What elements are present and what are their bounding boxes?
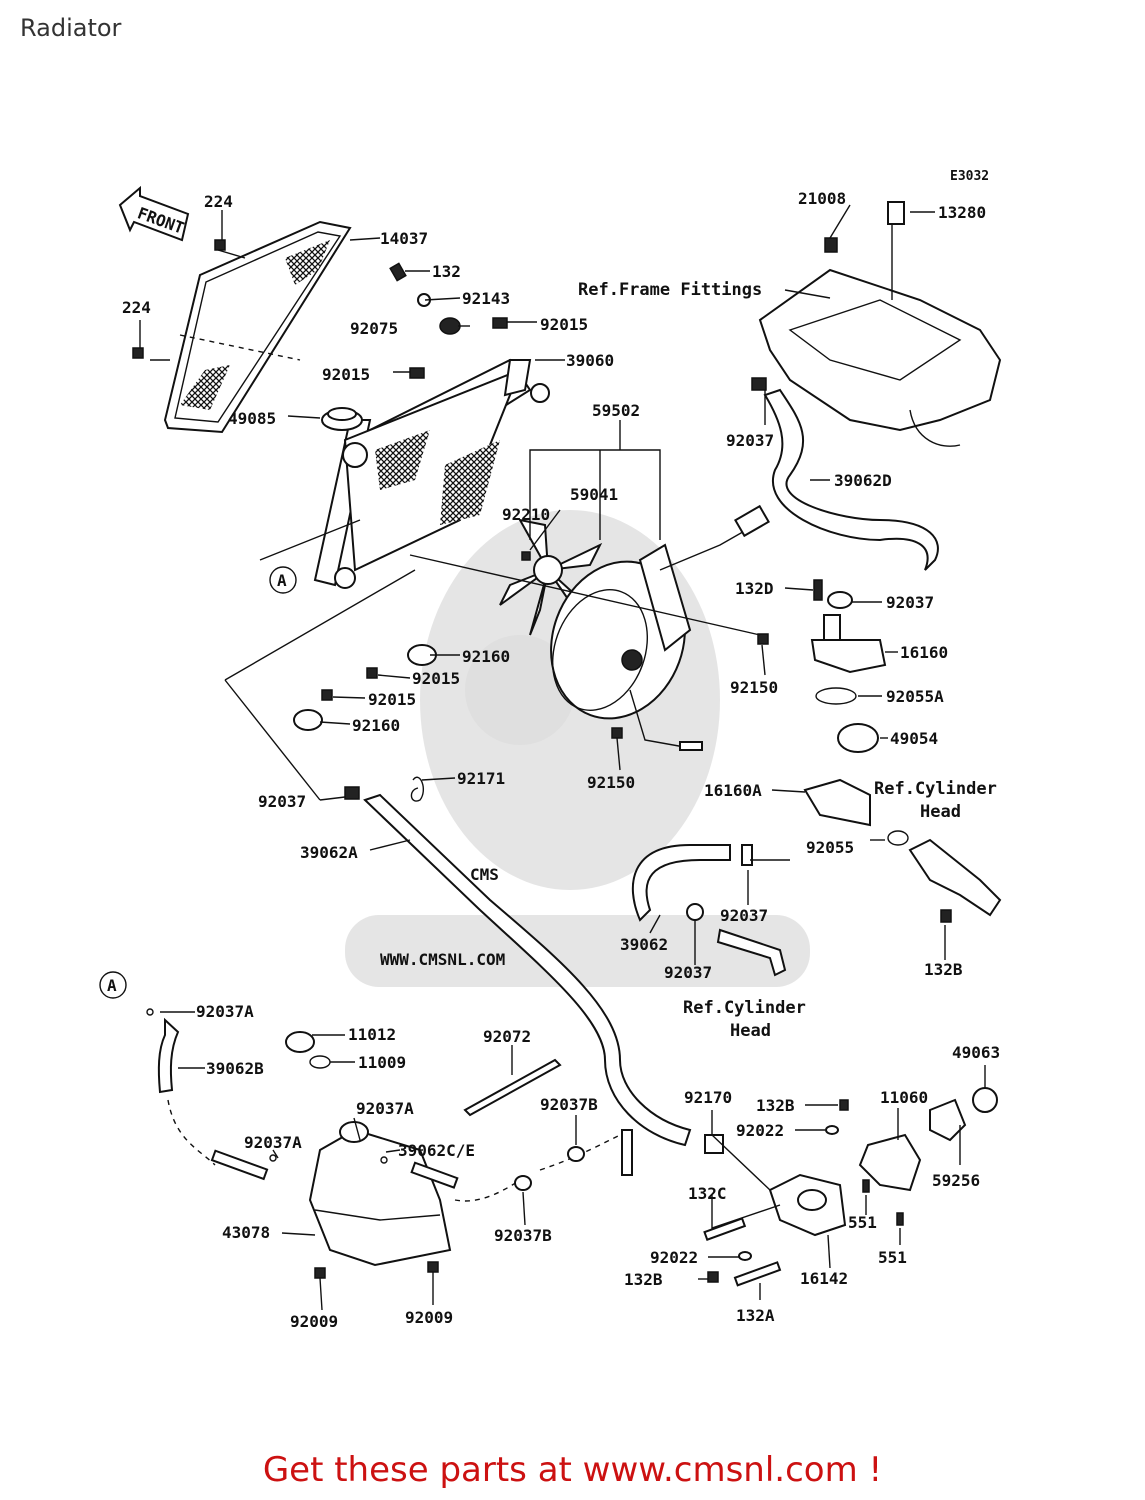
part-label: 21008 — [798, 189, 846, 208]
part-label: 49054 — [890, 729, 938, 748]
part-label: 13280 — [938, 203, 986, 222]
callout-a-top: A — [269, 566, 297, 594]
part-label: 132B — [924, 960, 963, 979]
part-label: 92015 — [412, 669, 460, 688]
part-label: 92055 — [806, 838, 854, 857]
part-label: 39062C/E — [398, 1141, 475, 1160]
svg-text:A: A — [277, 571, 287, 590]
part-label: 16160A — [704, 781, 762, 800]
part-label: 59256 — [932, 1171, 980, 1190]
part-labels: 224 224 14037 132 92143 92075 92015 9201… — [122, 189, 1000, 1331]
part-label: 92037A — [244, 1133, 302, 1152]
part-label: 92150 — [587, 773, 635, 792]
radiator-guard — [163, 220, 352, 434]
part-label: 92075 — [350, 319, 398, 338]
cable-tie — [463, 1058, 562, 1117]
part-label: 49063 — [952, 1043, 1000, 1062]
radiator-cap — [321, 407, 363, 431]
footer-promo: Get these parts at www.cmsnl.com ! — [262, 1450, 883, 1490]
bypass-hose — [631, 844, 787, 977]
part-label: 132D — [735, 579, 774, 598]
part-label: 92160 — [462, 647, 510, 666]
part-label: 92015 — [368, 690, 416, 709]
part-label: 132 — [432, 262, 461, 281]
front-direction-arrow: FRONT — [118, 185, 190, 242]
part-label: 92015 — [322, 365, 370, 384]
diagram-code: E3032 — [950, 169, 989, 184]
ref-cylinder-head-1: Ref.Cylinder — [874, 779, 997, 799]
part-label: 11012 — [348, 1025, 396, 1044]
part-label: 92210 — [502, 505, 550, 524]
radiator — [313, 358, 550, 589]
part-label: 132B — [756, 1096, 795, 1115]
part-label: 92055A — [886, 687, 944, 706]
part-label: 92022 — [736, 1121, 784, 1140]
part-label: 39062D — [834, 471, 892, 490]
ref-cylinder-head-2b: Head — [730, 1021, 771, 1041]
watermark-url: WWW.CMSNL.COM — [380, 950, 505, 969]
part-label: 132B — [624, 1270, 663, 1289]
part-label: 59502 — [592, 401, 640, 420]
ref-cylinder-head-1b: Head — [920, 802, 961, 822]
upper-hose — [751, 377, 939, 571]
leader-lines — [139, 204, 986, 1311]
frame-fittings — [758, 201, 1002, 447]
part-label: 92171 — [457, 769, 505, 788]
part-label: 92009 — [405, 1308, 453, 1327]
part-label: 224 — [122, 298, 151, 317]
part-label: 92022 — [650, 1248, 698, 1267]
watermark-logo: CMS — [470, 865, 499, 884]
fan-shroud — [550, 504, 770, 751]
part-label: 39060 — [566, 351, 614, 370]
part-label: 39062A — [300, 843, 358, 862]
ref-cylinder-head-2: Ref.Cylinder — [683, 998, 806, 1018]
part-label: 11009 — [358, 1053, 406, 1072]
part-label: 92072 — [483, 1027, 531, 1046]
part-label: 92037 — [664, 963, 712, 982]
part-label: 14037 — [380, 229, 428, 248]
part-label: 132C — [688, 1184, 727, 1203]
part-label: 49085 — [228, 409, 276, 428]
part-label: 92037A — [356, 1099, 414, 1118]
part-label: 92037A — [196, 1002, 254, 1021]
radiator-small-parts — [132, 239, 769, 802]
part-label: 59041 — [570, 485, 618, 504]
part-label: 551 — [848, 1213, 877, 1232]
part-label: 92037 — [886, 593, 934, 612]
callout-a-bottom: A — [99, 971, 127, 999]
part-label: 92170 — [684, 1088, 732, 1107]
overflow-hoses — [146, 1008, 633, 1202]
water-pump — [703, 1087, 998, 1287]
part-label: 92009 — [290, 1312, 338, 1331]
part-label: 92037B — [540, 1095, 598, 1114]
part-label: 224 — [204, 192, 233, 211]
reference-labels: Ref.Frame Fittings Ref.Cylinder Head Ref… — [578, 280, 997, 1041]
part-label: 92037 — [258, 792, 306, 811]
part-label: 39062 — [620, 935, 668, 954]
part-label: 92160 — [352, 716, 400, 735]
part-label: 92037B — [494, 1226, 552, 1245]
part-label: 92150 — [730, 678, 778, 697]
part-label: 43078 — [222, 1223, 270, 1242]
part-label: 16160 — [900, 643, 948, 662]
page-title: Radiator — [20, 14, 122, 42]
ref-frame-fittings: Ref.Frame Fittings — [578, 280, 762, 300]
thermostat-housing — [803, 579, 1002, 923]
part-label: 16142 — [800, 1269, 848, 1288]
part-label: 92037 — [720, 906, 768, 925]
part-label: 92015 — [540, 315, 588, 334]
part-label: 11060 — [880, 1088, 928, 1107]
part-label: 132A — [736, 1306, 775, 1325]
part-label: 92143 — [462, 289, 510, 308]
part-label: 92037 — [726, 431, 774, 450]
main-hose — [344, 786, 692, 1147]
svg-text:A: A — [107, 976, 117, 995]
part-label: 551 — [878, 1248, 907, 1267]
part-label: 39062B — [206, 1059, 264, 1078]
